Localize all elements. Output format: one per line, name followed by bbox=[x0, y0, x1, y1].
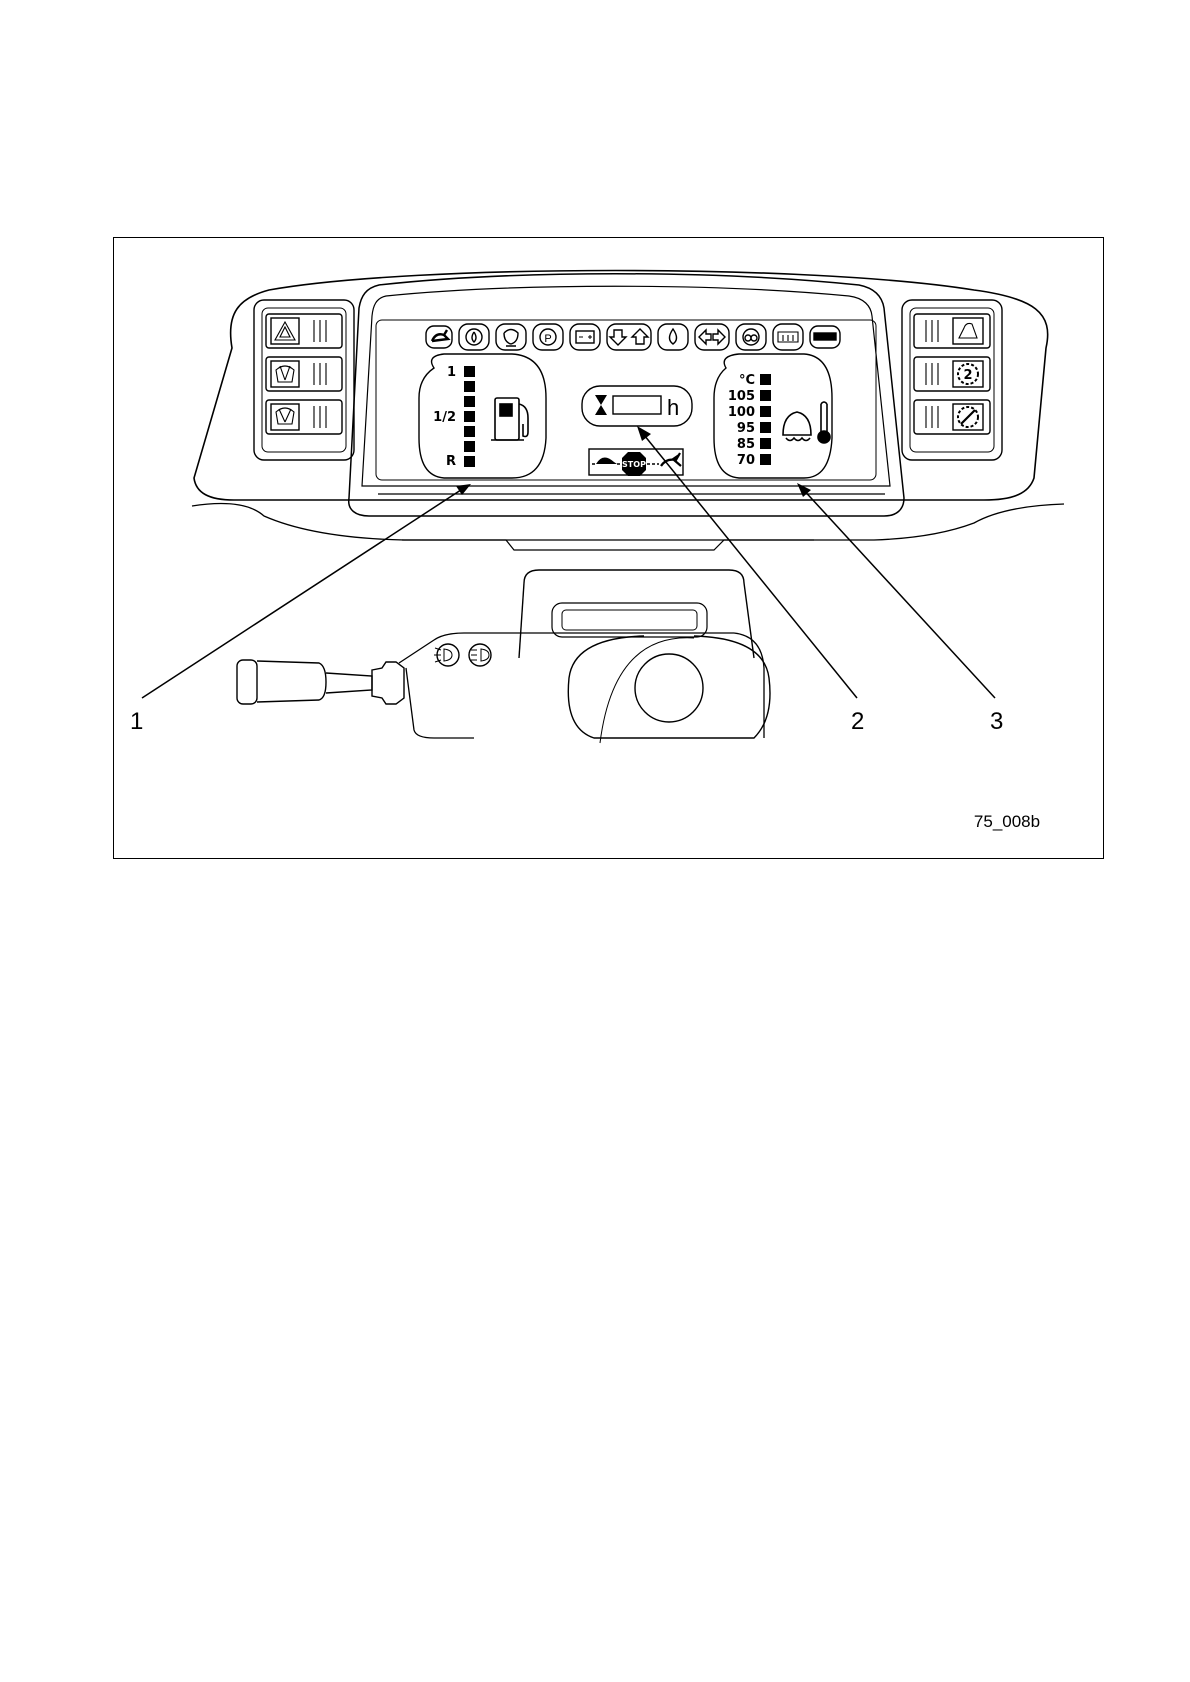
svg-text:P: P bbox=[544, 333, 551, 345]
warning-lamp-11 bbox=[810, 326, 840, 348]
warning-lamp-10 bbox=[773, 324, 803, 350]
hourglass-icon bbox=[595, 395, 607, 415]
temp-level-bars bbox=[760, 374, 771, 465]
rear-wiper-switch[interactable] bbox=[266, 400, 342, 434]
callout-3: 3 bbox=[990, 708, 1003, 735]
hour-counter-display bbox=[613, 396, 661, 414]
rear-wiper-icon bbox=[276, 408, 294, 424]
stop-label: STOP bbox=[622, 460, 646, 469]
callout-2: 2 bbox=[851, 708, 864, 735]
coolant-temperature-icon bbox=[783, 402, 830, 443]
hare-icon bbox=[432, 330, 448, 341]
arrowhead-2 bbox=[637, 426, 651, 441]
hazard-warning-icon bbox=[275, 322, 295, 340]
warning-lamp-3 bbox=[496, 324, 526, 350]
front-wiper-icon bbox=[276, 366, 294, 382]
light-stalk[interactable] bbox=[237, 633, 764, 738]
leader-line-1 bbox=[142, 486, 467, 698]
turn-indicator-icon bbox=[699, 330, 725, 344]
figure-reference-code: 75_008b bbox=[974, 812, 1040, 831]
rear-defrost-icon bbox=[778, 332, 798, 342]
temperature-gauge: °C 105 100 95 85 70 bbox=[714, 354, 832, 478]
figure-frame: 2 P 1 1/2 R bbox=[113, 237, 1104, 859]
temp-scale-105: 105 bbox=[728, 389, 755, 404]
left-switch-panel bbox=[254, 300, 354, 460]
steering-column bbox=[519, 570, 770, 743]
fuel-level-bars bbox=[464, 366, 475, 467]
temp-scale-85: 85 bbox=[737, 437, 755, 452]
warning-lamp-1 bbox=[426, 326, 452, 348]
fuel-drop-icon bbox=[670, 329, 677, 344]
preheat-icon bbox=[504, 330, 518, 347]
lock-switch[interactable] bbox=[914, 400, 990, 434]
warning-lamp-7 bbox=[658, 324, 688, 350]
work-light-icon bbox=[959, 324, 977, 339]
callout-arrows bbox=[142, 426, 995, 698]
warning-lamp-5 bbox=[570, 324, 600, 350]
hour-meter: h bbox=[582, 386, 692, 426]
dashboard-illustration: 2 P 1 1/2 R bbox=[114, 238, 1105, 860]
trailer-icon bbox=[814, 333, 836, 340]
temp-unit: °C bbox=[739, 373, 755, 388]
warning-lamp-2 bbox=[459, 324, 489, 350]
warning-lamp-8 bbox=[695, 324, 729, 350]
gear-2-switch[interactable]: 2 bbox=[914, 357, 990, 391]
fuel-scale-reserve: R bbox=[446, 454, 456, 469]
leader-line-3 bbox=[800, 486, 995, 698]
fuel-gauge: 1 1/2 R bbox=[419, 354, 546, 478]
hour-unit: h bbox=[667, 395, 679, 420]
speed-strip: STOP bbox=[589, 449, 683, 476]
warning-lamp-9 bbox=[736, 324, 766, 350]
warning-lamp-row: P bbox=[426, 324, 840, 350]
warning-lamp-4: P bbox=[533, 324, 563, 350]
front-wiper-switch[interactable] bbox=[266, 357, 342, 391]
warning-lamp-6 bbox=[607, 324, 651, 350]
temp-scale-95: 95 bbox=[737, 421, 755, 436]
right-switch-panel: 2 bbox=[902, 300, 1002, 460]
svg-text:2: 2 bbox=[963, 368, 972, 383]
hazard-switch[interactable] bbox=[266, 314, 342, 348]
down-arrow-icon bbox=[610, 330, 626, 345]
temp-scale-70: 70 bbox=[737, 453, 755, 468]
fuel-pump-icon bbox=[491, 398, 528, 440]
temp-scale-100: 100 bbox=[728, 405, 755, 420]
leader-line-2 bbox=[640, 430, 857, 698]
steering-hub bbox=[635, 654, 703, 722]
callout-1: 1 bbox=[130, 708, 143, 735]
work-light-switch[interactable] bbox=[914, 314, 990, 348]
fuel-scale-full: 1 bbox=[447, 365, 456, 380]
fuel-scale-half: 1/2 bbox=[433, 410, 456, 425]
up-arrow-icon bbox=[632, 329, 648, 344]
